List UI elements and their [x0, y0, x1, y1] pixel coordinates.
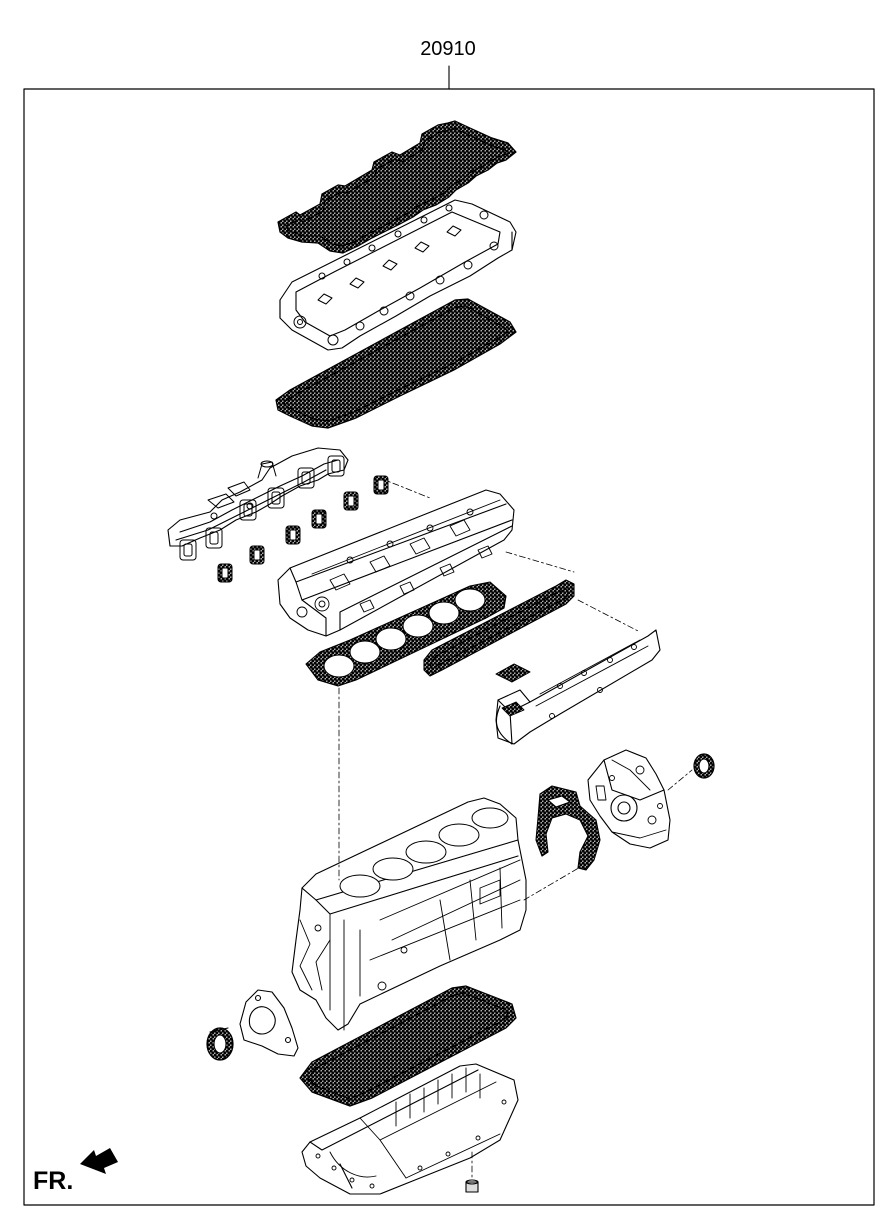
- exhaust-manifold-gasket: [217, 475, 389, 583]
- head-cover-lower-gasket: [275, 298, 517, 429]
- exhaust-manifold: [167, 447, 349, 561]
- front-oil-seal: [693, 753, 715, 779]
- front-case-gasket: [535, 785, 601, 871]
- intake-manifold: [495, 629, 661, 745]
- front-direction-label: FR.: [33, 1167, 74, 1195]
- rear-oil-seal: [206, 1027, 234, 1061]
- rear-seal-housing: [239, 989, 299, 1057]
- dashed-leader: [523, 865, 583, 901]
- cylinder-block: [291, 797, 527, 1031]
- cylinder-head: [277, 489, 515, 637]
- valve-cover-gasket: [277, 120, 517, 254]
- intake-manifold-gasket: [423, 579, 575, 677]
- oil-pan-gasket: [299, 985, 517, 1107]
- part-number-label: 20910: [420, 38, 476, 60]
- front-direction-arrow-icon: [80, 1148, 118, 1174]
- dashed-leader: [338, 551, 641, 881]
- drain-plug: [465, 1179, 479, 1193]
- dashed-leader: [667, 769, 693, 791]
- cylinder-head-gasket: [305, 581, 507, 687]
- oil-pan: [301, 1063, 519, 1195]
- cylinder-head-cover: [279, 199, 517, 351]
- dashed-leader: [379, 477, 431, 499]
- front-case: [587, 749, 671, 849]
